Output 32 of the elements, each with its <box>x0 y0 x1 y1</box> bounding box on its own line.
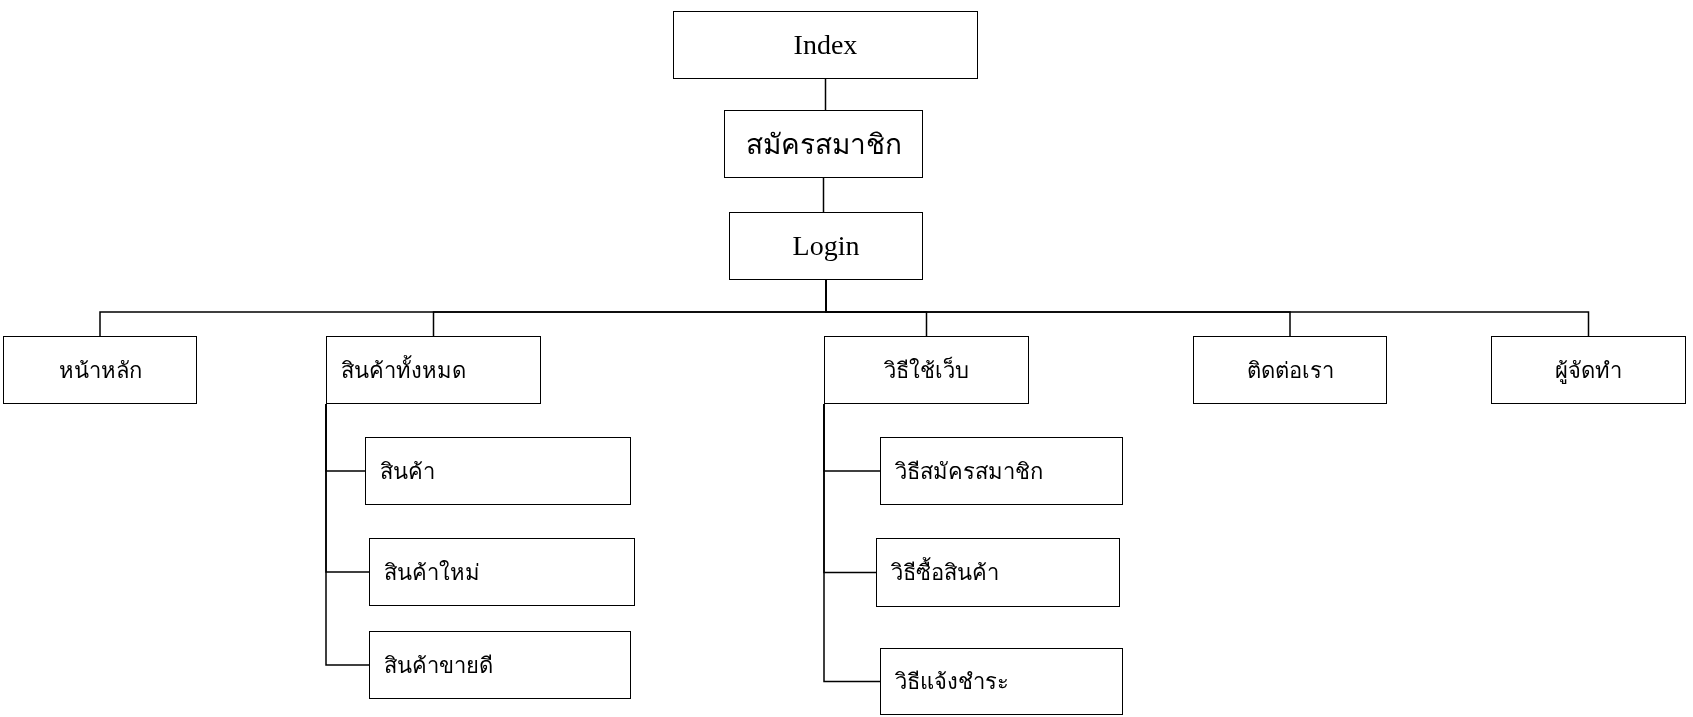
menu-box <box>876 538 1120 607</box>
menu-label: Login <box>792 230 860 262</box>
menu-box <box>369 538 635 606</box>
menu-label: วิธีใช้เว็บ <box>884 355 969 385</box>
menu-box <box>1491 336 1686 404</box>
menu-label: วิธีซื้อสินค้า <box>891 555 999 590</box>
menu-box <box>326 336 541 404</box>
menu-label: Index <box>793 29 858 61</box>
menu-box <box>824 336 1029 404</box>
connector-line <box>822 177 825 213</box>
menu-label: สินค้าใหม่ <box>384 558 480 587</box>
menu-box <box>369 631 631 699</box>
menu-label: สมัครสมาชิก <box>745 128 902 162</box>
menu-box <box>880 648 1123 715</box>
menu-label: หน้าหลัก <box>58 356 142 385</box>
menu-label: สินค้า <box>380 457 435 486</box>
menu-box <box>673 11 978 79</box>
menu-box <box>365 437 631 505</box>
menu-box <box>729 212 923 280</box>
menu-label: สินค้าทั้งหมด <box>341 354 466 385</box>
menu-box <box>880 437 1123 505</box>
connector-line <box>823 403 881 683</box>
menu-box <box>724 110 923 178</box>
menu-label: วิธีแจ้งชำระ <box>895 668 1009 696</box>
menu-label: ผู้จัดทำ <box>1555 356 1622 386</box>
menu-box <box>3 336 197 404</box>
menu-box <box>1193 336 1387 404</box>
menu-label: สินค้าขายดี <box>384 651 493 680</box>
menu-label: วิธีสมัครสมาชิก <box>895 457 1043 486</box>
connector-line <box>824 78 827 111</box>
connector-line <box>325 403 370 666</box>
menu-label: ติดต่อเรา <box>1246 356 1334 385</box>
